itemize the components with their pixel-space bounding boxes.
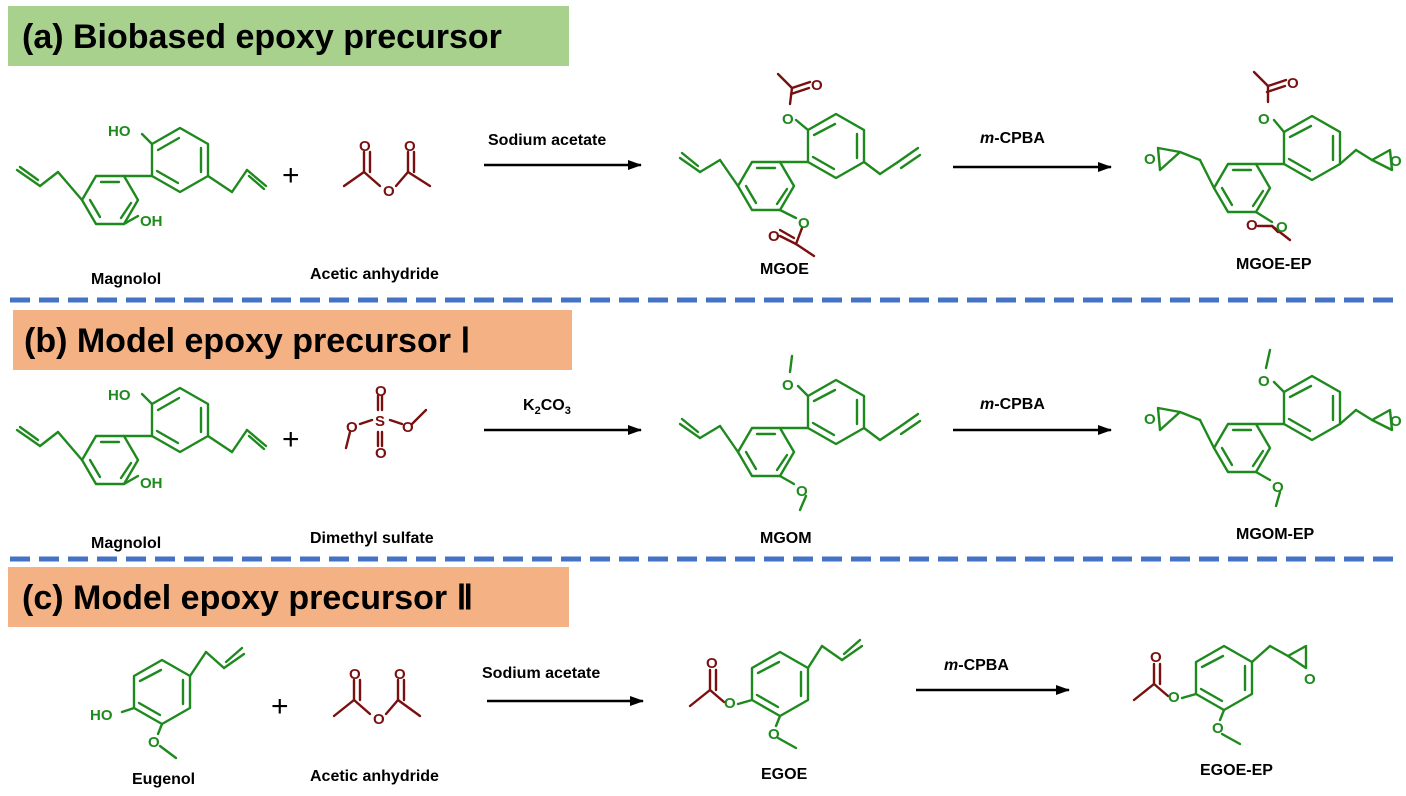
magnolol-structure-a: HO OH	[15, 123, 268, 230]
egoe-ep-o-methoxy: O	[1212, 720, 1224, 737]
section-b-title: (b) Model epoxy precursor Ⅰ	[24, 322, 470, 360]
egoe-ep-epoxide-o: O	[1304, 671, 1316, 688]
label-acetic-anhydride-c: Acetic anhydride	[310, 768, 439, 785]
mgoe-ep-o-bottom: O	[1276, 219, 1288, 236]
magnolol-structure-b: HO OH	[15, 386, 268, 492]
label-eugenol: Eugenol	[132, 771, 195, 788]
mgom-ep-epoxide-o-right: O	[1390, 413, 1402, 430]
dimethyl-sulfate-structure: O O S O O	[344, 383, 428, 462]
magnolol-oh-b: OH	[140, 475, 163, 492]
section-c-title: (c) Model epoxy precursor Ⅱ	[22, 579, 473, 617]
label-magnolol-b: Magnolol	[91, 535, 161, 552]
mgoe-ep-o-carbonyl-bottom: O	[1246, 217, 1258, 234]
eugenol-o-methoxy: O	[148, 734, 160, 751]
mgom-ep-structure: O O O O	[1144, 348, 1402, 508]
mgoe-ep-epoxide-o-right: O	[1390, 153, 1402, 170]
mgoe-o-carbonyl-top: O	[811, 77, 823, 94]
reagent-a2: m-CPBA	[980, 130, 1045, 147]
egoe-ep-o-ester: O	[1168, 689, 1180, 706]
dms-o-bottom: O	[375, 445, 387, 462]
section-a-title: (a) Biobased epoxy precursor	[22, 18, 502, 56]
anhydride-o1-c: O	[349, 666, 361, 683]
eugenol-ho: HO	[90, 707, 113, 724]
dms-o-left: O	[346, 419, 358, 436]
plus-c: +	[271, 690, 289, 723]
mgoe-o-top: O	[782, 111, 794, 128]
label-mgoe-ep: MGOE-EP	[1236, 256, 1312, 273]
reagent-b2: m-CPBA	[980, 396, 1045, 413]
mgoe-ep-epoxide-o-left: O	[1144, 151, 1156, 168]
egoe-ep-o-carbonyl: O	[1150, 649, 1162, 666]
section-b-banner: (b) Model epoxy precursor Ⅰ	[13, 310, 572, 370]
mgoe-o-bottom: O	[798, 215, 810, 232]
eugenol-structure: HO O	[90, 646, 246, 760]
plus-a: +	[282, 159, 300, 192]
mgoe-o-carbonyl-bottom: O	[768, 228, 780, 245]
label-magnolol-a: Magnolol	[91, 271, 161, 288]
label-egoe: EGOE	[761, 766, 808, 783]
magnolol-ho-a: HO	[108, 123, 131, 140]
magnolol-ho-b: HO	[108, 387, 131, 404]
dms-o-right: O	[402, 419, 414, 436]
mgom-structure: O O	[678, 354, 922, 512]
reagent-b1: K2CO3	[523, 397, 571, 417]
mgom-ep-o-top: O	[1258, 373, 1270, 390]
section-a-banner: (a) Biobased epoxy precursor	[8, 6, 569, 66]
label-acetic-anhydride-a: Acetic anhydride	[310, 266, 439, 283]
acetic-anhydride-structure-a: O O O	[342, 138, 432, 200]
egoe-o-carbonyl: O	[706, 655, 718, 672]
mgom-ep-o-bottom: O	[1272, 479, 1284, 496]
egoe-o-ester: O	[724, 695, 736, 712]
acetic-anhydride-structure-c: O O O	[332, 666, 422, 728]
egoe-structure: O O O	[688, 638, 864, 750]
mgom-ep-epoxide-o-left: O	[1144, 411, 1156, 428]
mgoe-structure: O O O O	[678, 72, 922, 258]
reagent-a1: Sodium acetate	[488, 132, 606, 149]
anhydride-o2-a: O	[383, 183, 395, 200]
mgoe-ep-o-carbonyl-top: O	[1287, 75, 1299, 92]
magnolol-oh-a: OH	[140, 213, 163, 230]
mgoe-ep-o-top: O	[1258, 111, 1270, 128]
anhydride-o3-a: O	[404, 138, 416, 155]
label-mgom: MGOM	[760, 530, 812, 547]
dms-o-top: O	[375, 383, 387, 400]
label-mgom-ep: MGOM-EP	[1236, 526, 1315, 543]
label-mgoe: MGOE	[760, 261, 809, 278]
reagent-c2: m-CPBA	[944, 657, 1009, 674]
anhydride-o3-c: O	[394, 666, 406, 683]
anhydride-o1-a: O	[359, 138, 371, 155]
egoe-ep-structure: O O O O	[1132, 644, 1316, 746]
egoe-o-methoxy: O	[768, 726, 780, 743]
reagent-c1: Sodium acetate	[482, 665, 600, 682]
section-c-banner: (c) Model epoxy precursor Ⅱ	[8, 567, 569, 627]
dms-s: S	[375, 413, 385, 430]
mgoe-ep-structure: O O O O O O	[1144, 70, 1402, 242]
label-egoe-ep: EGOE-EP	[1200, 762, 1273, 779]
anhydride-o2-c: O	[373, 711, 385, 728]
mgom-o-top: O	[782, 377, 794, 394]
label-dimethyl-sulfate: Dimethyl sulfate	[310, 530, 434, 547]
plus-b: +	[282, 423, 300, 456]
mgom-o-bottom: O	[796, 483, 808, 500]
